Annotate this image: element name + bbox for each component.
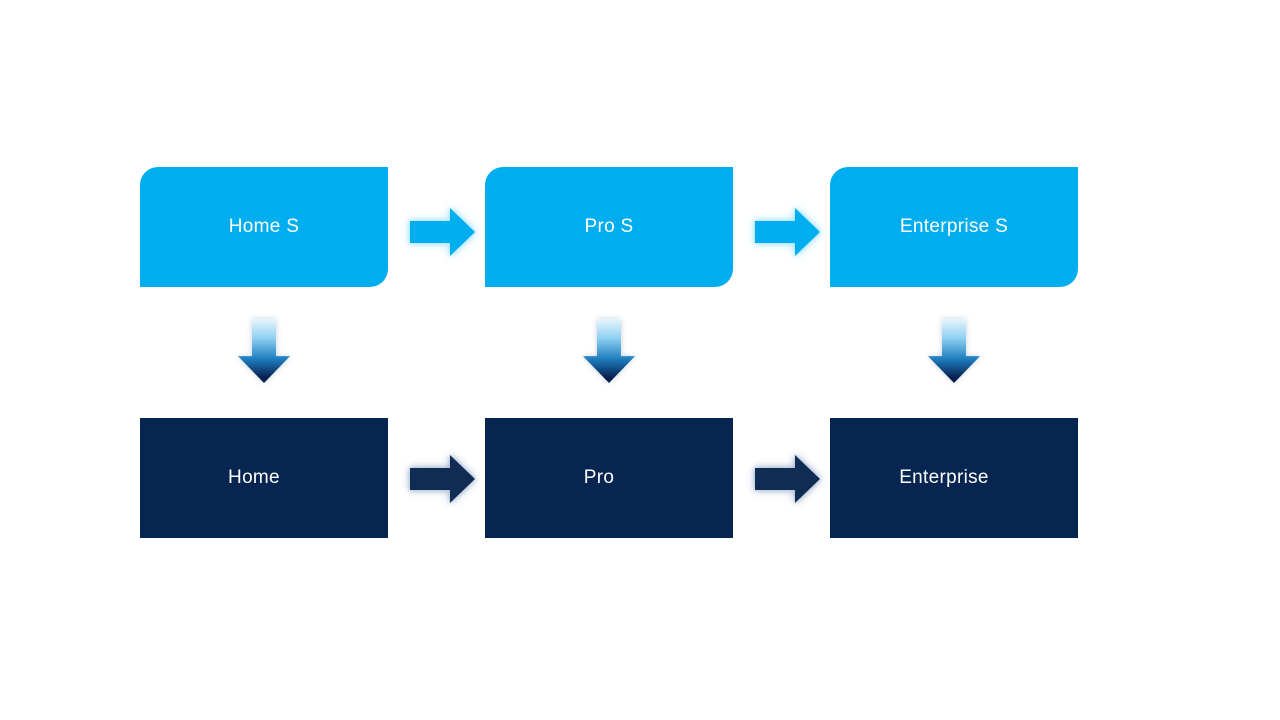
right-arrow-icon: [410, 455, 475, 503]
node-label: Pro: [583, 467, 615, 488]
node-home: Home: [140, 418, 388, 538]
right-arrow-icon: [755, 455, 820, 503]
right-arrow-shape: [410, 455, 475, 503]
down-arrow-icon: [928, 319, 980, 383]
down-arrow-shape: [238, 319, 290, 383]
right-arrow-shape: [755, 455, 820, 503]
down-arrow-icon: [583, 319, 635, 383]
right-arrow-icon: [755, 208, 820, 256]
node-enterprise-s: Enterprise S: [830, 167, 1078, 287]
node-home-s: Home S: [140, 167, 388, 287]
down-arrow-icon: [238, 319, 290, 383]
node-enterprise: Enterprise: [830, 418, 1078, 538]
down-arrow-shape: [928, 319, 980, 383]
right-arrow-shape: [755, 208, 820, 256]
node-label: Enterprise S: [899, 216, 1009, 237]
node-pro-s: Pro S: [485, 167, 733, 287]
node-label: Home: [228, 467, 280, 488]
node-label: Home S: [228, 216, 300, 237]
node-pro: Pro: [485, 418, 733, 538]
node-label: Pro S: [584, 216, 634, 237]
right-arrow-icon: [410, 208, 475, 256]
node-label: Enterprise: [899, 467, 989, 488]
down-arrow-shape: [583, 319, 635, 383]
right-arrow-shape: [410, 208, 475, 256]
